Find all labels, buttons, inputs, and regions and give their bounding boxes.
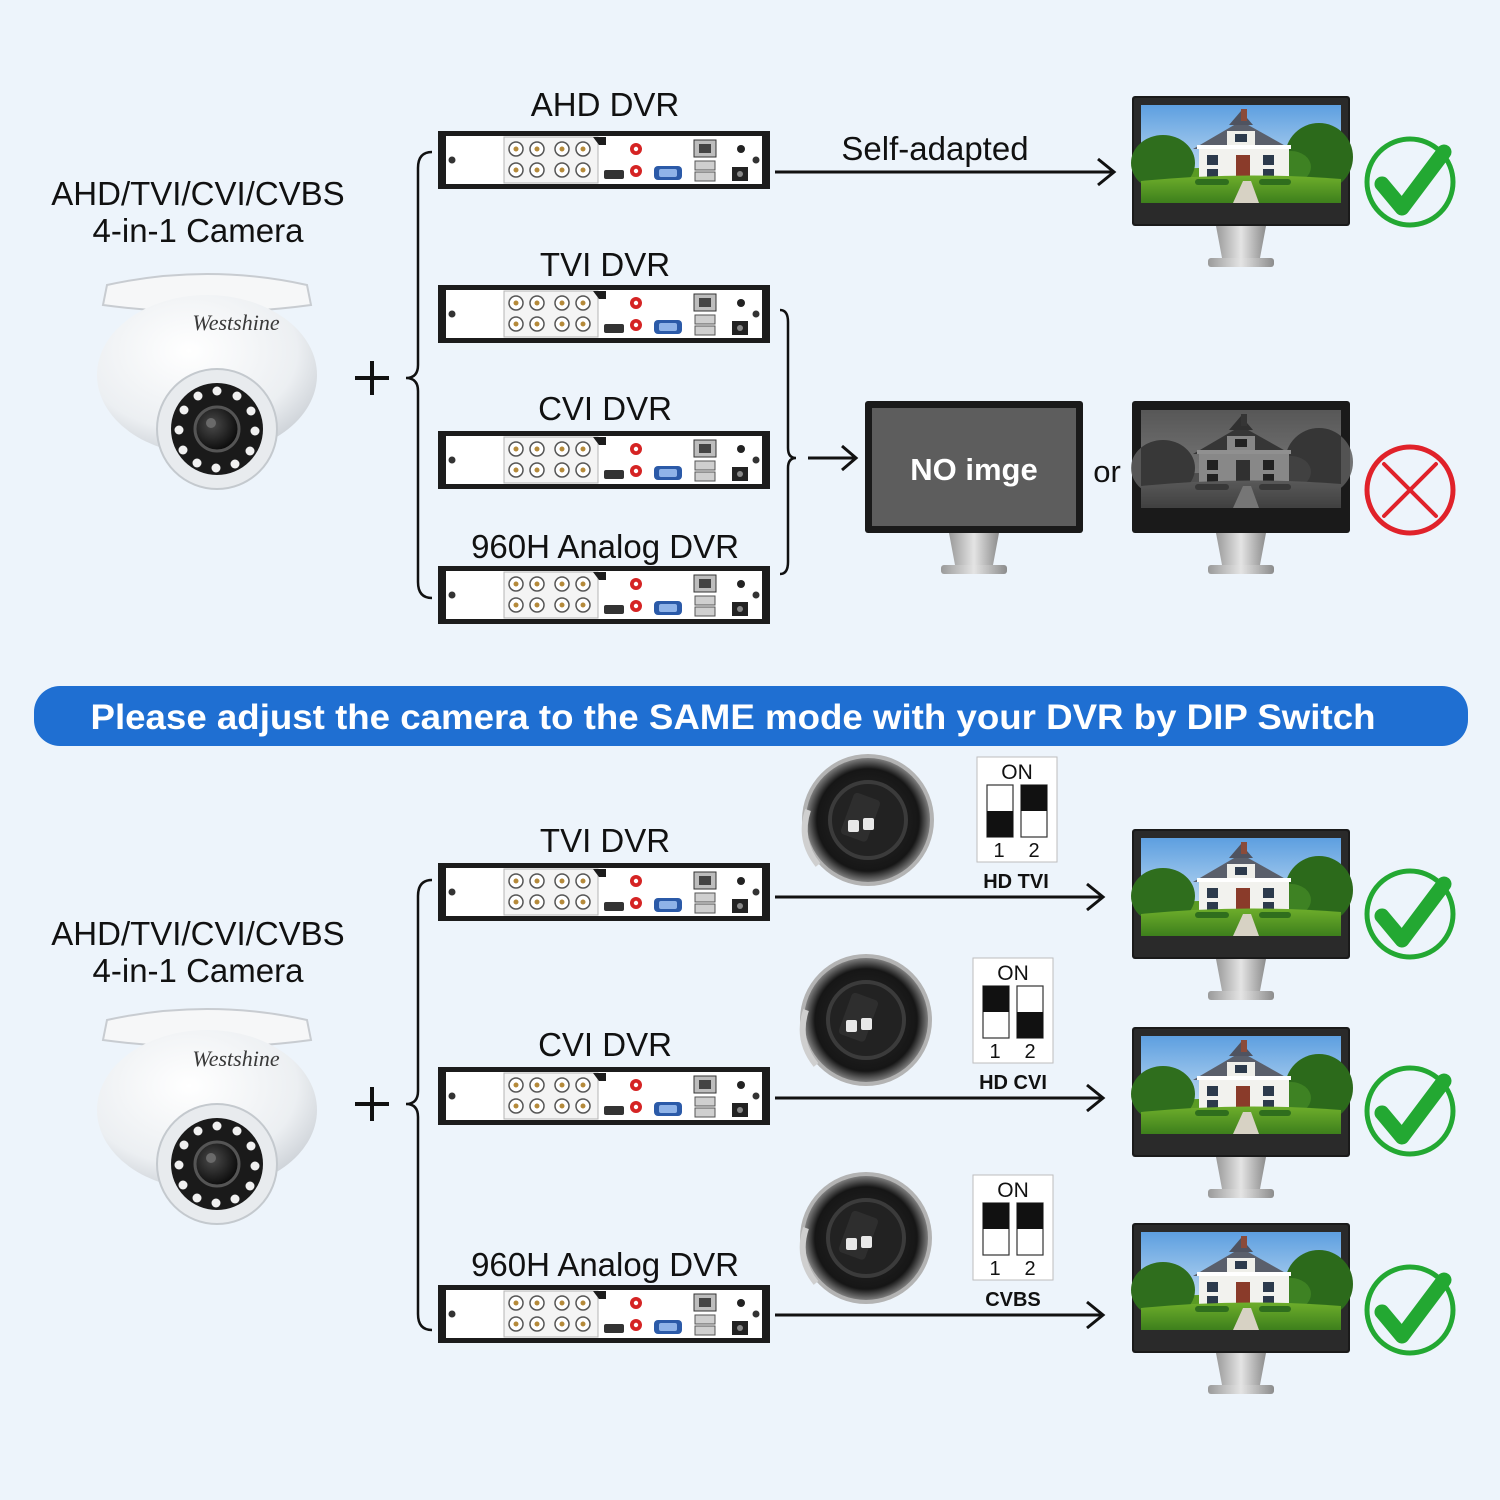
- brace-left-top: [405, 150, 433, 600]
- camera-label-bottom-line1: AHD/TVI/CVI/CVBS: [51, 915, 344, 952]
- dip-num2-cvi: 2: [1024, 1041, 1035, 1063]
- dvr-label-cvi-top: CVI DVR: [538, 390, 672, 427]
- monitor-no-image: [865, 401, 1083, 574]
- arrow-cvi: [775, 1083, 1106, 1113]
- top-section: AHD/TVI/CVI/CVBS 4-in-1 Camera Westshine…: [51, 86, 1453, 625]
- dip-num2-tvi: 2: [1028, 840, 1039, 862]
- camera-brand-top: Westshine: [192, 310, 279, 335]
- check-icon-tvi: [1367, 871, 1453, 957]
- dip-num1-cvi: 1: [989, 1041, 1000, 1063]
- self-adapted-label: Self-adapted: [841, 130, 1028, 167]
- dvr-label-cvi-bottom: CVI DVR: [538, 1026, 672, 1063]
- camera-brand-bottom: Westshine: [192, 1046, 279, 1071]
- plus-icon-bottom: [355, 1087, 389, 1121]
- dip-mode-tvi: HD TVI: [983, 871, 1049, 893]
- instruction-banner: Please adjust the camera to the SAME mod…: [34, 686, 1468, 746]
- dip-photo-cvbs: [800, 1172, 932, 1304]
- bottom-section: AHD/TVI/CVI/CVBS 4-in-1 Camera Westshine…: [51, 754, 1453, 1394]
- dip-num1-cvbs: 1: [989, 1258, 1000, 1280]
- dvr-label-tvi-top: TVI DVR: [540, 246, 670, 283]
- dip-on-label-cvbs: ON: [997, 1179, 1029, 1202]
- check-icon-cvi: [1367, 1068, 1453, 1154]
- or-label: or: [1093, 454, 1121, 489]
- arrow-tvi: [775, 882, 1106, 912]
- dip-num1-tvi: 1: [993, 840, 1004, 862]
- dvr-label-960h-bottom: 960H Analog DVR: [471, 1246, 739, 1283]
- dip-num2-cvbs: 2: [1024, 1258, 1035, 1280]
- dip-switch-cvbs: ON 1 2: [972, 1174, 1054, 1281]
- dome-camera-bottom: [95, 1007, 319, 1226]
- dvr-label-tvi-bottom: TVI DVR: [540, 822, 670, 859]
- dvr-960h-top: [437, 565, 771, 625]
- check-icon-ahd: [1367, 139, 1453, 225]
- dvr-tvi-bottom: [437, 862, 771, 922]
- dvr-cvi-top: [437, 430, 771, 490]
- dip-photo-cvi: [800, 954, 932, 1086]
- dip-mode-cvbs: CVBS: [985, 1289, 1041, 1311]
- dip-on-label-cvi: ON: [997, 962, 1029, 985]
- camera-label-top-line1: AHD/TVI/CVI/CVBS: [51, 175, 344, 212]
- monitor-ahd: [1131, 96, 1353, 267]
- dvr-ahd: [437, 130, 771, 190]
- camera-label-top-line2: 4-in-1 Camera: [93, 212, 305, 249]
- banner-text: Please adjust the camera to the SAME mod…: [91, 698, 1376, 737]
- dvr-label-960h-top: 960H Analog DVR: [471, 528, 739, 565]
- plus-icon-top: [355, 361, 389, 395]
- cross-icon-incompatible: [1367, 447, 1453, 533]
- camera-label-bottom-line2: 4-in-1 Camera: [93, 952, 305, 989]
- monitor-cvbs: [1131, 1223, 1353, 1394]
- dvr-cvi-bottom: [437, 1066, 771, 1126]
- arrow-incompatible: [808, 444, 859, 472]
- dip-switch-cvi: ON 1 2: [972, 957, 1054, 1064]
- brace-left-bottom: [405, 878, 433, 1332]
- arrow-self-adapted: [775, 157, 1117, 187]
- dip-on-label-tvi: ON: [1001, 761, 1033, 784]
- monitor-tvi: [1131, 829, 1353, 1000]
- monitor-grayscale: [1131, 401, 1353, 574]
- dvr-960h-bottom: [437, 1284, 771, 1344]
- brace-right-top: [779, 308, 797, 576]
- monitor-cvi: [1131, 1027, 1353, 1198]
- dip-mode-cvi: HD CVI: [979, 1072, 1047, 1094]
- arrow-cvbs: [775, 1300, 1106, 1330]
- check-icon-cvbs: [1367, 1267, 1453, 1353]
- dip-photo-tvi: [802, 754, 934, 886]
- no-image-text: NO imge: [910, 452, 1037, 487]
- dvr-label-ahd: AHD DVR: [531, 86, 680, 123]
- dvr-tvi-top: [437, 284, 771, 344]
- dip-switch-tvi: ON 1 2: [976, 756, 1058, 863]
- dome-camera-top: [95, 272, 319, 491]
